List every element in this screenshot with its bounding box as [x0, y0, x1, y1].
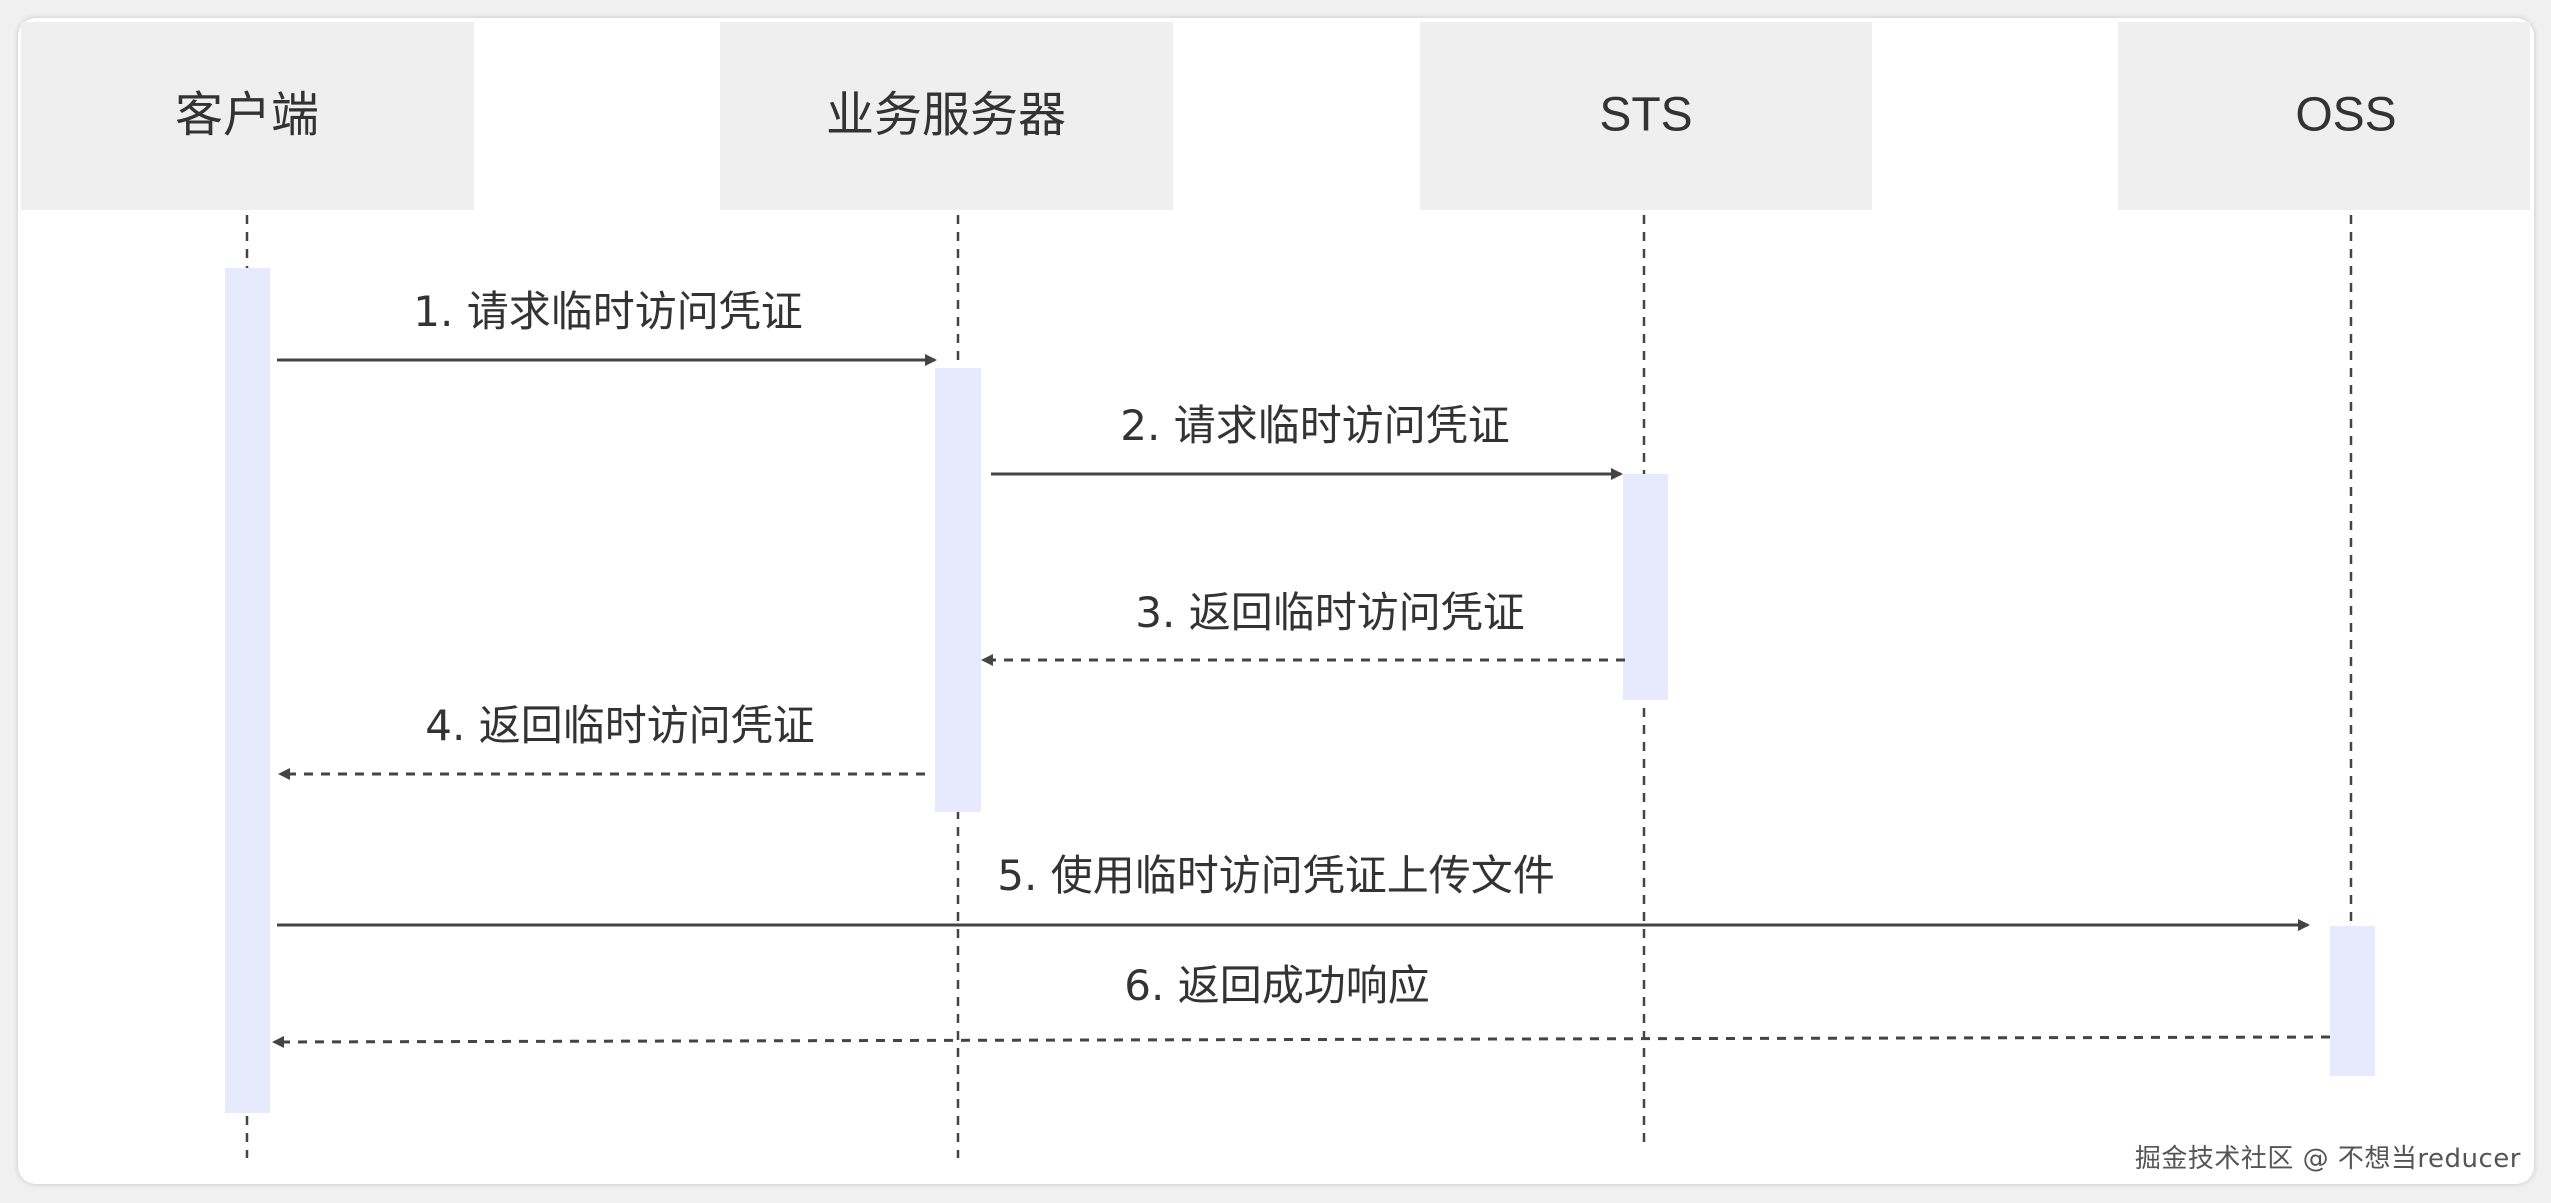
message-label-5: 5. 使用临时访问凭证上传文件: [997, 851, 1554, 900]
message-label-6: 6. 返回成功响应: [1124, 961, 1429, 1010]
participant-box-sts: [1420, 22, 1872, 210]
participant-box-biz: [720, 22, 1173, 210]
participant-box-oss: [2118, 22, 2530, 210]
message-label-4: 4. 返回临时访问凭证: [425, 701, 814, 750]
participant-box-client: [21, 22, 474, 210]
activation-bar-oss: [2330, 926, 2375, 1076]
diagram-card: [18, 18, 2534, 1184]
activation-bar-sts: [1623, 474, 1668, 700]
participant-label-client: 客户端: [175, 87, 319, 143]
activation-bar-client: [225, 268, 270, 1113]
watermark: 掘金技术社区 @ 不想当reducer: [2134, 1144, 2521, 1174]
participant-label-oss: OSS: [2295, 89, 2396, 142]
participant-label-biz: 业务服务器: [826, 87, 1066, 143]
message-label-3: 3. 返回临时访问凭证: [1135, 588, 1524, 637]
message-label-2: 2. 请求临时访问凭证: [1120, 401, 1509, 450]
message-label-1: 1. 请求临时访问凭证: [413, 287, 802, 336]
participant-label-sts: STS: [1599, 89, 1692, 142]
message-arrow-6: [272, 1035, 2331, 1048]
activation-bar-biz: [935, 368, 981, 812]
